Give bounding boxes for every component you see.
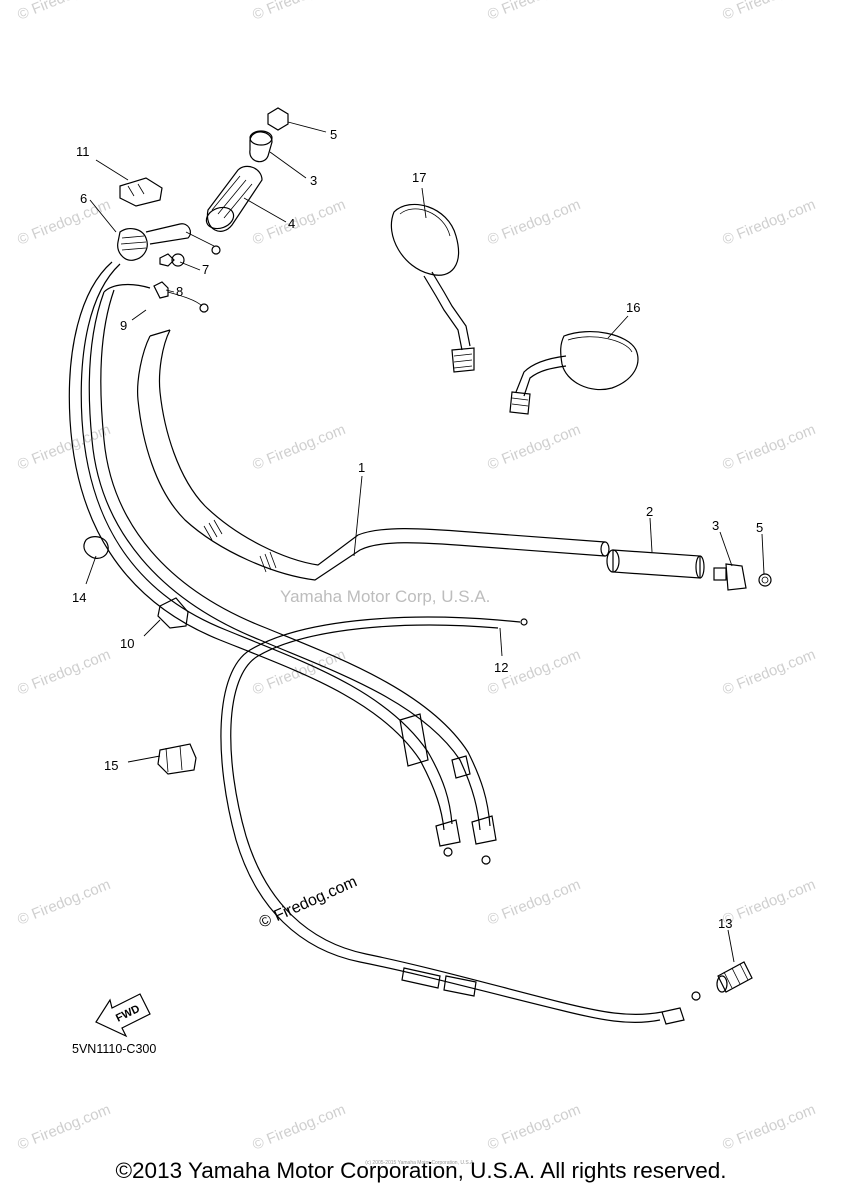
watermark-center: Yamaha Motor Corp, U.S.A. bbox=[280, 587, 490, 606]
watermark: © Firedog.com bbox=[250, 421, 348, 474]
part-label-16: 16 bbox=[626, 300, 640, 315]
watermark: © Firedog.com bbox=[250, 1101, 348, 1154]
part-label-4: 4 bbox=[288, 216, 295, 231]
watermark: © Firedog.com bbox=[485, 876, 583, 929]
watermark: © Firedog.com bbox=[15, 196, 113, 249]
bar-end-right bbox=[713, 563, 772, 591]
throttle-cables bbox=[68, 261, 497, 865]
fwd-arrow: FWD bbox=[95, 993, 151, 1038]
watermark: © Firedog.com bbox=[250, 196, 348, 249]
switch-housing bbox=[117, 223, 221, 313]
watermark: © Firedog.com bbox=[485, 421, 583, 474]
watermark: © Firedog.com bbox=[15, 876, 113, 929]
watermark-large: © Firedog.com bbox=[257, 873, 360, 931]
watermark: © Firedog.com bbox=[485, 0, 583, 24]
clip-14 bbox=[83, 536, 109, 559]
watermark: © Firedog.com bbox=[15, 421, 113, 474]
part-label-3-right: 3 bbox=[712, 518, 719, 533]
clip-10 bbox=[157, 597, 189, 629]
watermark: © Firedog.com bbox=[720, 0, 818, 24]
bolt-top bbox=[267, 107, 289, 131]
fwd-label: FWD bbox=[114, 1003, 142, 1025]
part-label-9: 9 bbox=[120, 318, 127, 333]
watermark: © Firedog.com bbox=[720, 1101, 818, 1154]
part-label-12: 12 bbox=[494, 660, 508, 675]
part-label-2: 2 bbox=[646, 504, 653, 519]
part-label-11: 11 bbox=[76, 144, 90, 159]
watermark: © Firedog.com bbox=[485, 1101, 583, 1154]
part-label-5-top: 5 bbox=[330, 127, 337, 142]
grip-right bbox=[606, 549, 705, 579]
part-label-6: 6 bbox=[80, 191, 87, 206]
watermark: © Firedog.com bbox=[15, 1101, 113, 1154]
watermark: © Firedog.com bbox=[485, 196, 583, 249]
handlebar bbox=[137, 329, 610, 581]
part-label-1: 1 bbox=[358, 460, 365, 475]
part-label-7: 7 bbox=[202, 262, 209, 277]
throttle-grip bbox=[205, 165, 263, 232]
watermark: © Firedog.com bbox=[250, 0, 348, 24]
watermark: © Firedog.com bbox=[15, 646, 113, 699]
watermark: © Firedog.com bbox=[720, 421, 818, 474]
part-label-3-top: 3 bbox=[310, 173, 317, 188]
part-label-13: 13 bbox=[718, 916, 732, 931]
copyright-footer: ©2013 Yamaha Motor Corporation, U.S.A. A… bbox=[115, 1158, 727, 1183]
mirror-right bbox=[509, 330, 639, 415]
clip-15 bbox=[157, 743, 197, 775]
watermark: © Firedog.com bbox=[15, 0, 113, 24]
part-label-14: 14 bbox=[72, 590, 86, 605]
part-label-15: 15 bbox=[104, 758, 118, 773]
leader-lines bbox=[85, 121, 765, 963]
part-label-8: 8 bbox=[176, 284, 183, 299]
clutch-cable bbox=[220, 616, 701, 1025]
tiny-print: (c) 2005-2015 Yamaha Motor Corporation, … bbox=[365, 1160, 475, 1166]
part-labels: 1 2 3 3 4 5 5 6 7 8 9 10 11 12 13 14 15 … bbox=[72, 127, 763, 931]
mirror-left bbox=[390, 203, 475, 373]
part-label-17: 17 bbox=[412, 170, 426, 185]
part-label-10: 10 bbox=[120, 636, 134, 651]
cable-adjuster bbox=[716, 961, 753, 993]
bar-end-left bbox=[249, 130, 273, 163]
part-label-5-right: 5 bbox=[756, 520, 763, 535]
clamp bbox=[119, 177, 163, 207]
watermark: © Firedog.com bbox=[720, 196, 818, 249]
diagram-code: 5VN1110-C300 bbox=[72, 1042, 157, 1056]
watermark: © Firedog.com bbox=[720, 646, 818, 699]
watermark: © Firedog.com bbox=[720, 876, 818, 929]
